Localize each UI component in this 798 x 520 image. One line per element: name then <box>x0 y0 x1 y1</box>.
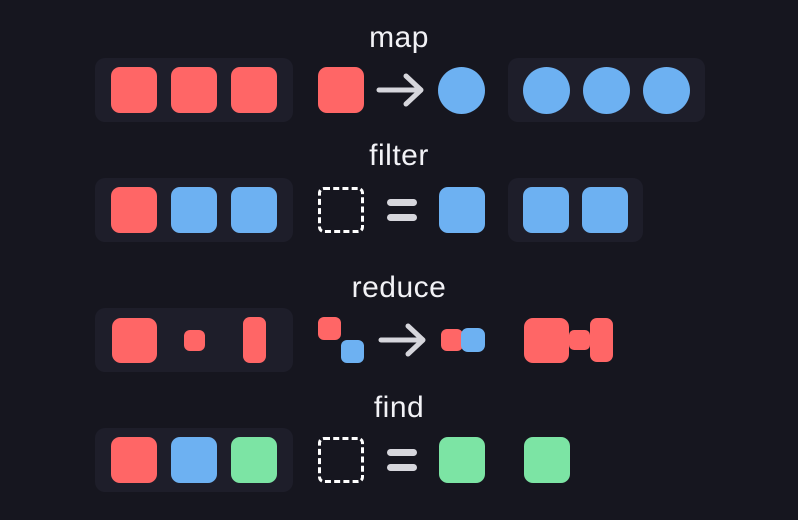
method-title-find: find <box>373 391 425 424</box>
input-array-panel <box>95 308 293 372</box>
blue-circle <box>583 66 630 114</box>
method-title-map: map <box>369 21 429 54</box>
input-array-panel <box>95 58 293 122</box>
method-title-filter: filter <box>369 139 429 172</box>
filter-expression <box>318 178 485 242</box>
red-square-sm <box>183 329 205 351</box>
blue-square <box>171 187 217 233</box>
green-square <box>439 437 485 483</box>
blue-square <box>171 437 217 483</box>
red-square-small <box>441 329 463 351</box>
find-expression <box>318 428 485 492</box>
equals-bar <box>386 464 417 471</box>
array-item-slot <box>231 187 277 233</box>
equals-icon <box>386 199 417 221</box>
array-item-slot <box>231 437 277 483</box>
map-expression <box>318 58 485 122</box>
output-array-panel <box>508 58 705 122</box>
merged-tall-rect <box>590 318 613 362</box>
dashed-placeholder-square <box>318 187 364 233</box>
red-square <box>171 67 217 113</box>
dashed-placeholder-square <box>318 437 364 483</box>
output-result <box>524 308 613 372</box>
blue-square-small <box>341 340 364 363</box>
green-square <box>524 437 570 483</box>
array-item-slot <box>111 187 157 233</box>
array-item-slot <box>171 317 217 363</box>
array-item-slot <box>111 437 157 483</box>
array-item-slot <box>111 67 157 113</box>
input-array-panel <box>95 428 293 492</box>
green-square <box>231 437 277 483</box>
method-title-reduce: reduce <box>351 271 447 304</box>
blue-circle <box>523 66 570 114</box>
red-rect-tall <box>242 317 266 363</box>
blue-circle <box>643 66 690 114</box>
array-item-slot <box>231 67 277 113</box>
merged-big-square <box>524 317 569 363</box>
reduced-merged-shape <box>524 317 613 363</box>
array-item-slot <box>231 317 277 363</box>
input-array-panel <box>95 178 293 242</box>
output-array-panel <box>508 178 643 242</box>
red-square-lg <box>111 317 157 363</box>
blue-circle <box>438 66 485 114</box>
red-blue-merged-pair <box>441 328 485 352</box>
red-square <box>111 187 157 233</box>
blue-square <box>523 187 569 233</box>
red-square <box>111 67 157 113</box>
reduce-expression <box>318 308 485 372</box>
arrow-icon <box>378 321 428 359</box>
red-blue-diagonal-pair <box>318 317 364 363</box>
red-square <box>318 67 364 113</box>
array-item-slot <box>171 67 217 113</box>
array-item-slot <box>111 317 157 363</box>
arrow-icon <box>376 71 426 109</box>
equals-bar <box>386 214 417 221</box>
output-result <box>524 428 570 492</box>
blue-square <box>582 187 628 233</box>
blue-square <box>231 187 277 233</box>
blue-square-small <box>461 328 485 352</box>
blue-square <box>439 187 485 233</box>
red-square <box>231 67 277 113</box>
red-square-small <box>318 317 341 340</box>
equals-bar <box>386 449 417 456</box>
array-item-slot <box>171 187 217 233</box>
merged-connector <box>569 330 590 350</box>
equals-bar <box>386 199 417 206</box>
equals-icon <box>386 449 417 471</box>
array-item-slot <box>171 437 217 483</box>
red-square <box>111 437 157 483</box>
